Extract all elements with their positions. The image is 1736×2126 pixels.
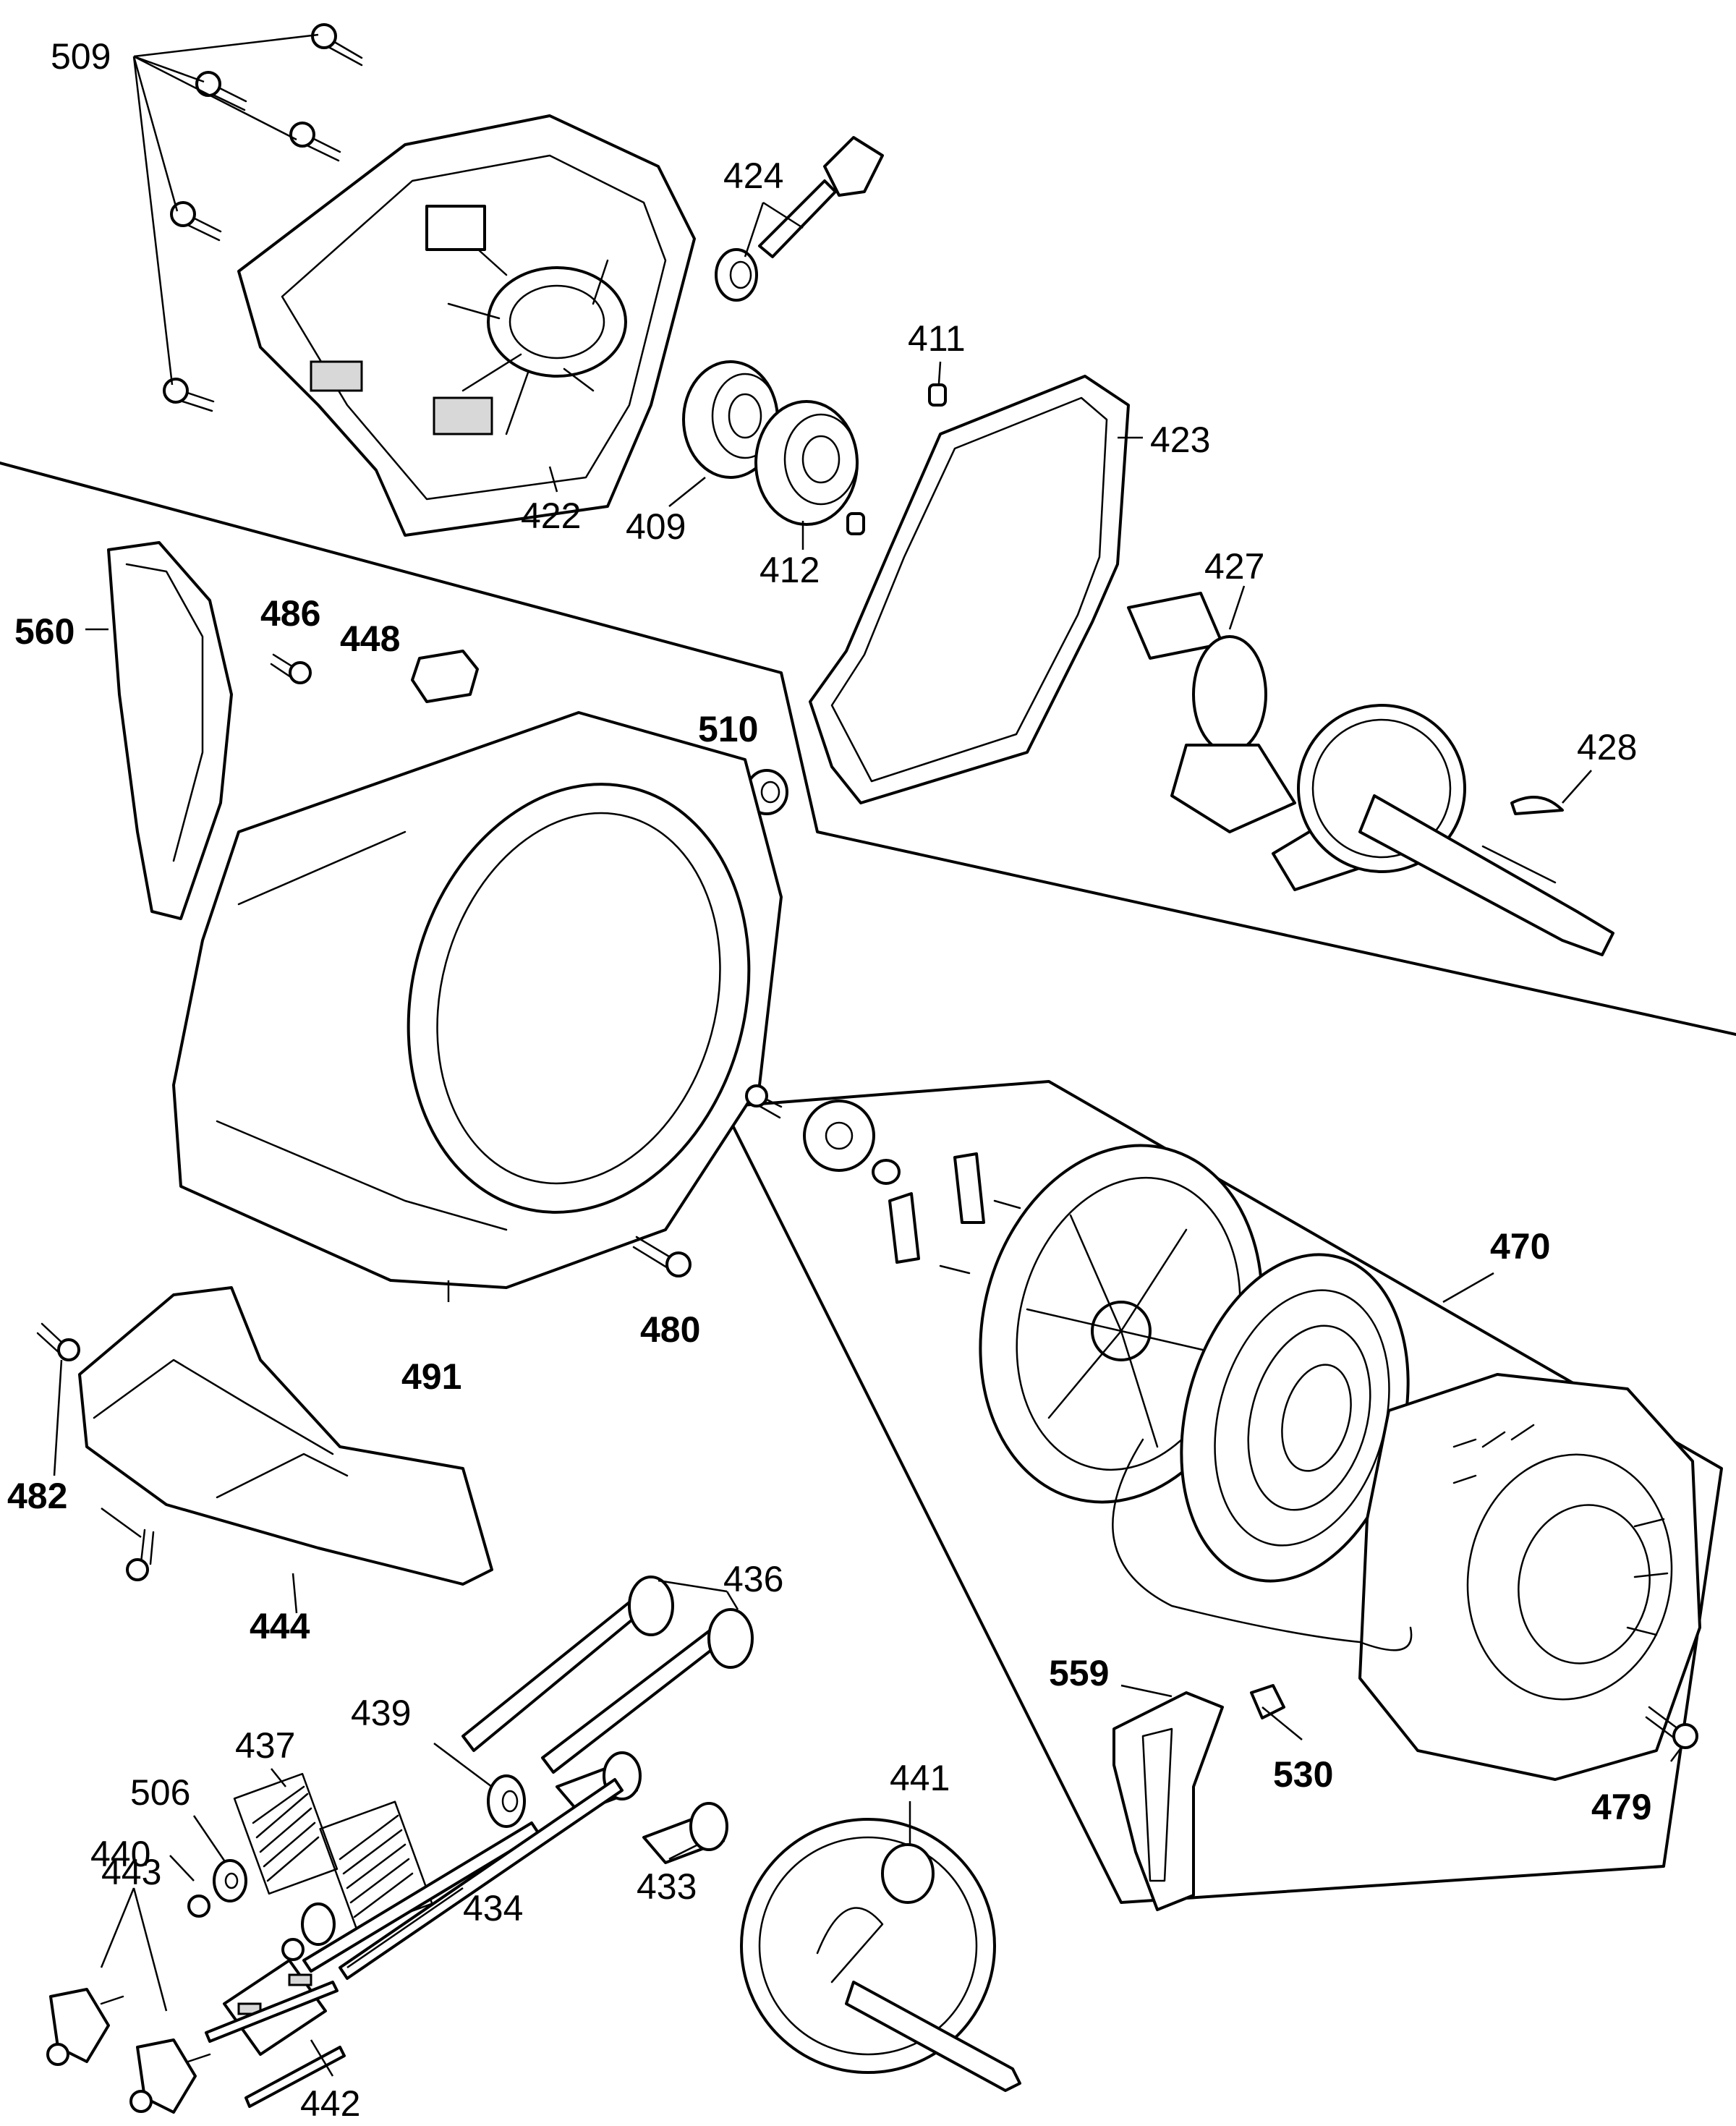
callout-412: 412 <box>760 550 820 590</box>
callout-439: 439 <box>351 1693 411 1733</box>
callout-441: 441 <box>890 1758 950 1798</box>
screw-479 <box>1645 1706 1698 1749</box>
woodruff-key <box>1510 796 1564 815</box>
callout-510: 510 <box>698 709 758 749</box>
callout-448: 448 <box>340 618 400 659</box>
callout-486: 486 <box>260 593 320 634</box>
callout-479: 479 <box>1591 1787 1651 1827</box>
bolt-509-set <box>163 23 363 412</box>
guide-plate-442 <box>205 1959 346 2108</box>
callout-434: 434 <box>463 1888 523 1929</box>
callout-409: 409 <box>626 506 686 547</box>
clip-448 <box>411 650 479 703</box>
crankshaft <box>1127 592 1614 956</box>
callout-428: 428 <box>1577 727 1637 768</box>
callout-436: 436 <box>723 1559 783 1599</box>
screw-482 <box>36 1322 155 1581</box>
callout-440: 440 <box>90 1834 150 1874</box>
rocker-arms <box>46 1988 211 2114</box>
callout-411: 411 <box>908 318 966 359</box>
retainer-and-keeper <box>187 1859 336 1961</box>
dowel-pins <box>846 383 947 535</box>
deflector-560 <box>107 541 233 920</box>
gasket <box>809 375 1130 804</box>
air-guide-444 <box>78 1286 493 1586</box>
leader-lines <box>53 33 1682 2077</box>
callout-509: 509 <box>51 36 111 77</box>
callout-424: 424 <box>723 156 783 196</box>
callout-437: 437 <box>235 1725 295 1766</box>
bearing-412 <box>754 400 859 526</box>
screw-480 <box>632 1236 692 1277</box>
callout-443: 443 <box>101 1852 161 1892</box>
push-rods <box>302 1778 624 1980</box>
callout-480: 480 <box>640 1309 700 1350</box>
callouts: 509 424 411 423 422 409 412 427 428 560 … <box>7 36 1651 2124</box>
callout-423: 423 <box>1150 420 1210 460</box>
fan-housing <box>172 711 783 1289</box>
spring-retainer-439 <box>487 1774 526 1828</box>
callout-427: 427 <box>1204 546 1264 587</box>
callout-506: 506 <box>130 1772 190 1813</box>
callout-530: 530 <box>1273 1754 1333 1795</box>
callout-422: 422 <box>521 496 581 536</box>
oil-seal-and-dipstick <box>715 136 884 302</box>
callout-470: 470 <box>1490 1226 1550 1267</box>
callout-559: 559 <box>1049 1653 1109 1693</box>
camshaft-gear <box>740 1818 1021 2092</box>
screw-486 <box>270 653 312 684</box>
callout-491: 491 <box>401 1356 461 1397</box>
starter-housing <box>1358 1373 1701 1781</box>
callout-560: 560 <box>14 611 75 652</box>
valves <box>461 1576 754 1774</box>
starter-rope-and-handle <box>1112 1438 1413 1911</box>
callout-442: 442 <box>300 2083 360 2124</box>
starter-ratchet-parts <box>745 1084 1021 1275</box>
callout-444: 444 <box>250 1606 310 1646</box>
callout-482: 482 <box>7 1476 67 1516</box>
callout-433: 433 <box>637 1866 697 1907</box>
section-dividers <box>0 462 1736 1904</box>
crankcase-cover <box>237 114 696 537</box>
